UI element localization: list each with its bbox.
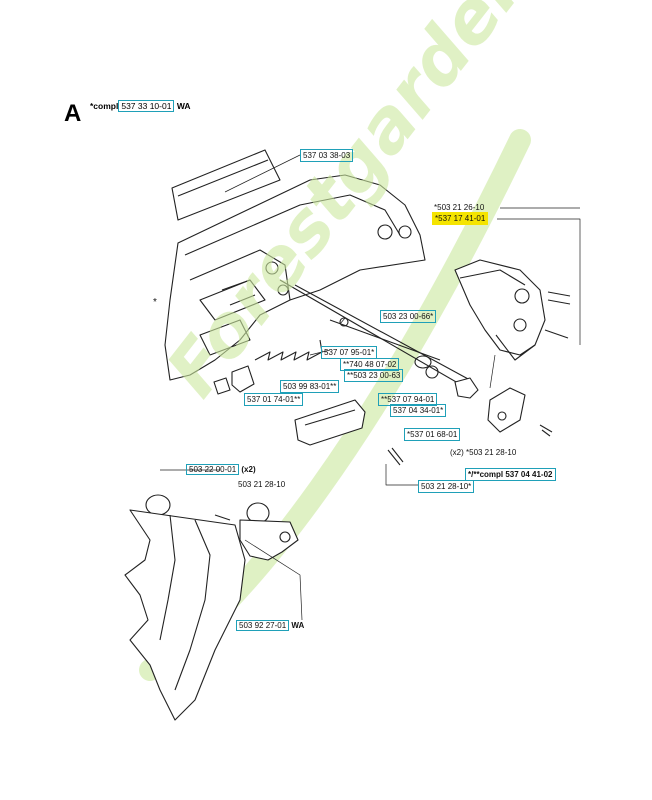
part-label-screw-bottom[interactable]: 503 21 28-10* bbox=[418, 480, 475, 493]
assembly-part-number[interactable]: 537 33 10-01 bbox=[118, 100, 175, 112]
part-label-bumper[interactable]: 503 22 00-01 bbox=[186, 464, 240, 475]
part-label-spike-suffix: WA bbox=[291, 621, 305, 630]
part-label-spike-row: 503 92 27-01 WA bbox=[236, 620, 304, 631]
part-label-cover-window[interactable]: 537 03 38-03 bbox=[300, 149, 354, 162]
bumper-part bbox=[145, 494, 171, 516]
part-label-highlighted[interactable]: *537 17 41-01 bbox=[432, 212, 489, 225]
section-letter: A bbox=[64, 100, 82, 127]
part-label-slider[interactable]: 537 01 74-01** bbox=[244, 393, 304, 406]
part-label-compl2[interactable]: */**compl 537 04 41-02 bbox=[465, 468, 556, 481]
nut-plate-part bbox=[487, 387, 526, 433]
assembly-suffix: WA bbox=[176, 101, 191, 111]
part-label-washer[interactable]: 503 23 00-66* bbox=[380, 310, 437, 323]
part-label-bumper-row: 503 22 00-01 (x2) bbox=[186, 464, 256, 475]
part-label-nut[interactable]: *537 01 68-01 bbox=[404, 428, 461, 441]
part-label-washer2[interactable]: **503 23 00-63 bbox=[344, 369, 404, 382]
part-label-plate1[interactable]: **537 07 94-01 bbox=[378, 393, 438, 406]
guide-plate-part bbox=[294, 399, 366, 446]
part-label-screw-x2[interactable]: (x2) *503 21 28-10 bbox=[450, 448, 517, 457]
assembly-prefix: *compl bbox=[90, 101, 119, 111]
part-label-bumper-qty: (x2) bbox=[241, 465, 256, 474]
window-part bbox=[171, 149, 281, 221]
part-label-bumper-screw[interactable]: 503 21 28-10 bbox=[238, 480, 286, 489]
spike-bumper-part bbox=[124, 509, 246, 721]
part-label-asterisk: * bbox=[153, 297, 157, 308]
part-label-top-screw[interactable]: *503 21 26-10 bbox=[434, 203, 485, 212]
part-label-plate2[interactable]: 537 04 34-01* bbox=[390, 404, 447, 417]
part-label-oring[interactable]: **740 48 07-02 bbox=[340, 358, 400, 371]
part-label-spacer[interactable]: 503 99 83-01** bbox=[280, 380, 340, 393]
part-label-spike[interactable]: 503 92 27-01 bbox=[236, 620, 290, 631]
